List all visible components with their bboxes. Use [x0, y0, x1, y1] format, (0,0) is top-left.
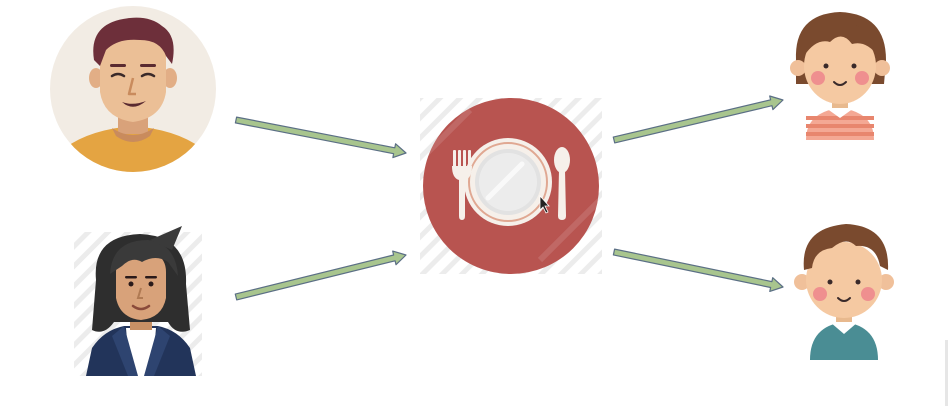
- arrow-meal-to-girl: [612, 95, 784, 144]
- arrow-woman-to-meal: [234, 250, 407, 301]
- man-avatar-icon: [50, 6, 216, 172]
- plate-with-fork-and-spoon-icon: [420, 98, 602, 274]
- boy-avatar-icon: [794, 224, 894, 360]
- woman-avatar-icon: [74, 226, 202, 376]
- arrow-man-to-meal: [234, 116, 407, 159]
- girl-avatar-icon: [790, 12, 890, 140]
- edge-divider: [945, 340, 948, 406]
- arrows-layer: [234, 95, 784, 301]
- arrow-meal-to-boy: [612, 248, 784, 292]
